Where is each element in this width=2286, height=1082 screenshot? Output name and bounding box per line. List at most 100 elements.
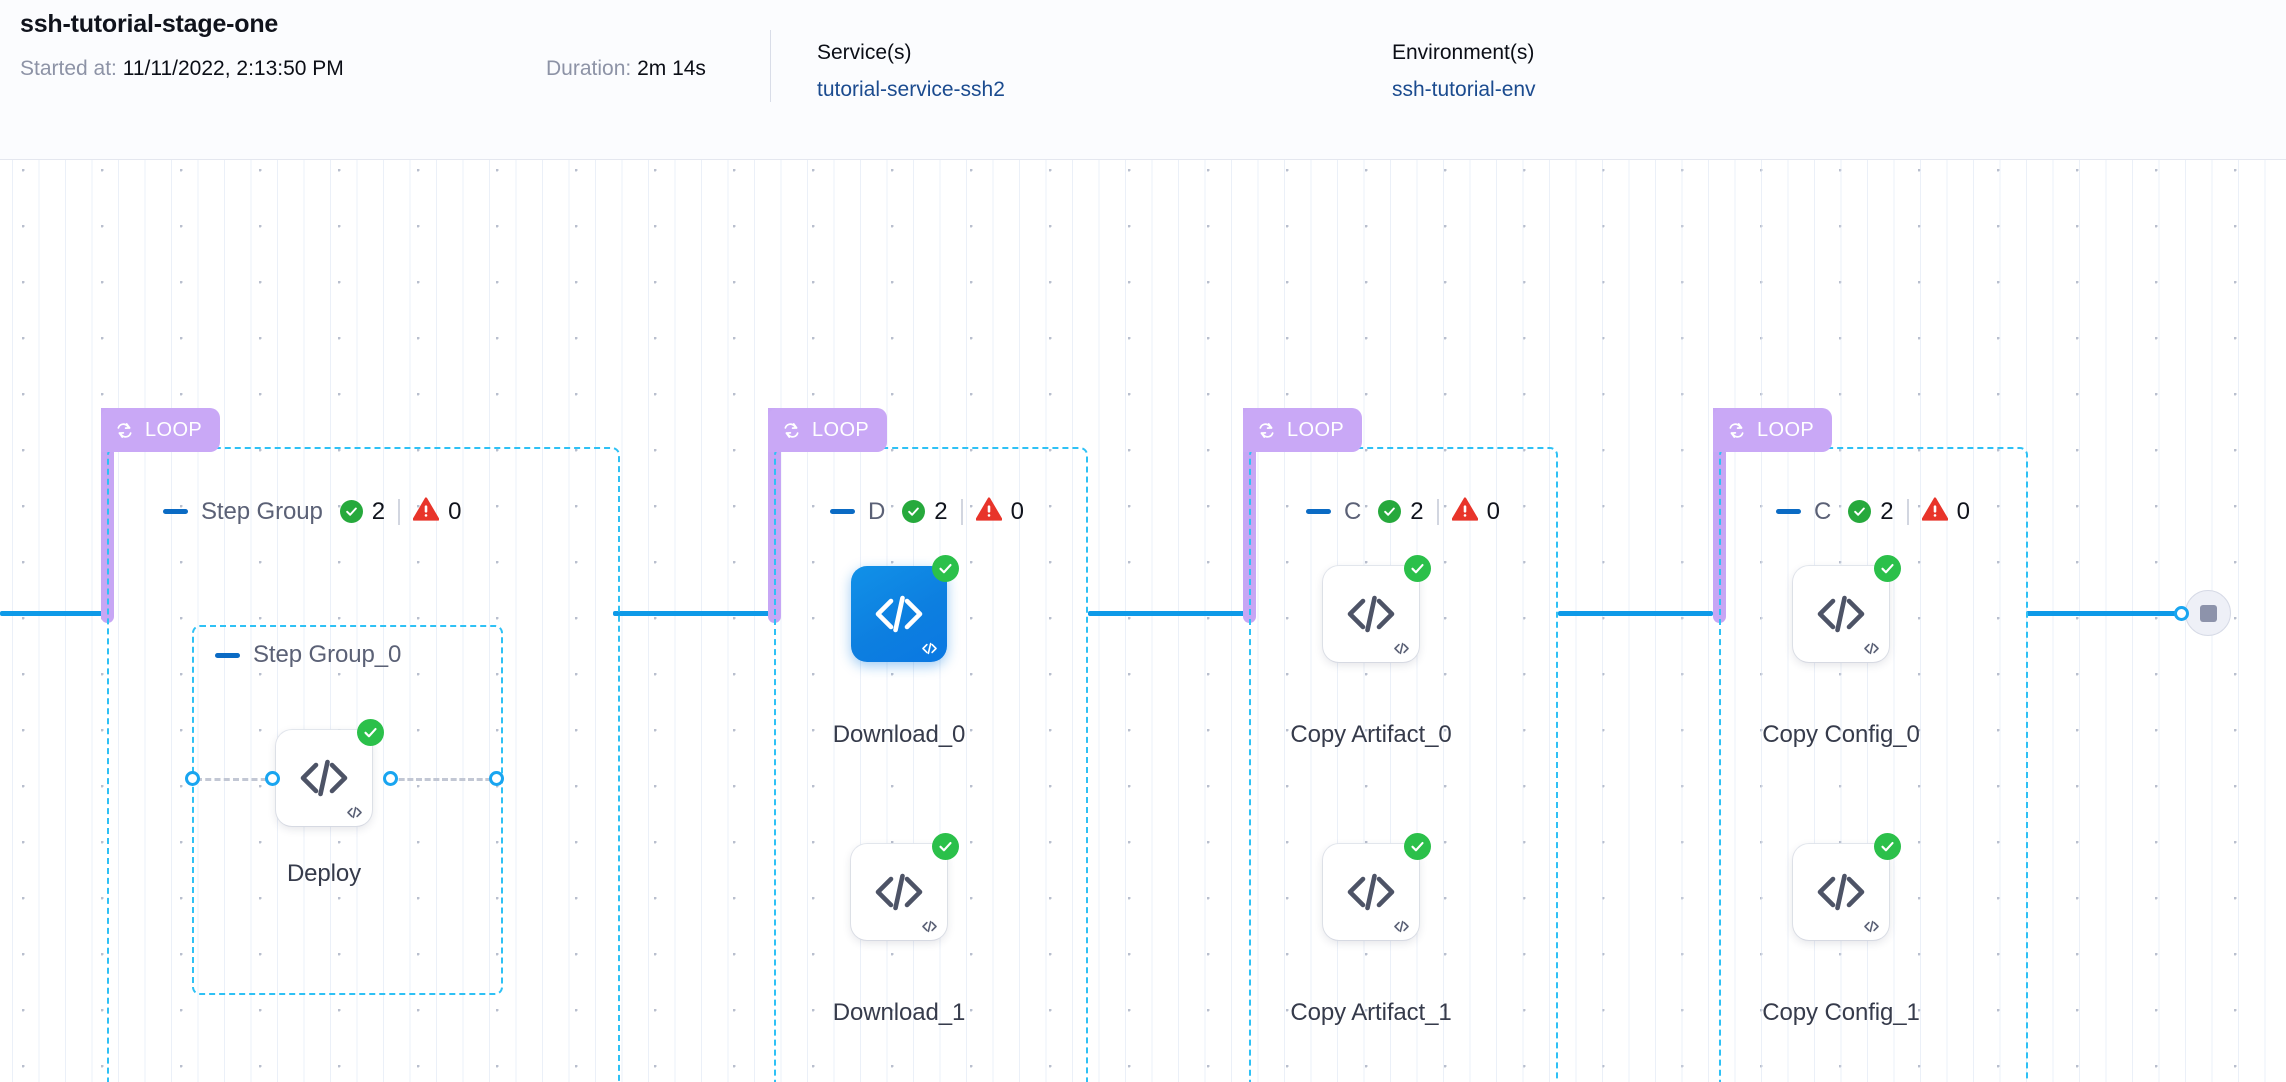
pipeline-graph-canvas[interactable]: LOOP Step Group 2 0 S [0, 160, 2286, 1082]
step-node-label-copy-config-1: Copy Config_1 [1762, 999, 1920, 1026]
code-icon [1816, 591, 1866, 637]
success-count-step-group: 2 [371, 497, 386, 525]
error-count-copy-artifact-group: 0 [1486, 497, 1500, 525]
group-header-download-group: D 2 0 [830, 497, 1024, 526]
shell-script-icon [1863, 920, 1880, 933]
error-count-download-group: 0 [1010, 497, 1024, 525]
loop-badge-copy-config-group[interactable]: LOOP [1713, 408, 1833, 452]
group-stats-copy-config-group: 2 0 [1848, 497, 1970, 526]
environments-column: Environment(s) ssh-tutorial-env [1392, 41, 1536, 102]
success-check-icon [902, 500, 926, 523]
shell-script-icon [1393, 920, 1410, 933]
rail-group4-stop [2026, 611, 2181, 616]
group-label-step-group-0: Step Group_0 [253, 641, 402, 668]
loop-icon [1256, 420, 1277, 441]
pipeline-end-stop-node[interactable] [2185, 590, 2231, 636]
group-header-step-group: Step Group 2 0 [163, 497, 461, 526]
loop-icon [781, 420, 802, 441]
loop-badge-label: LOOP [812, 418, 870, 441]
success-check-icon [1378, 500, 1402, 523]
group-stats-download-group: 2 0 [902, 497, 1024, 526]
port-group-left[interactable] [185, 771, 200, 786]
group-stats-copy-artifact-group: 2 0 [1378, 497, 1500, 526]
shell-script-icon [346, 806, 363, 819]
collapse-toggle-copy-config-group[interactable] [1776, 509, 1801, 514]
error-warning-icon [1451, 497, 1478, 526]
port-stop-left[interactable] [2174, 606, 2189, 621]
group-box-download-group[interactable] [774, 447, 1088, 1082]
success-count-download-group: 2 [934, 497, 948, 525]
node-status-success-icon [932, 555, 959, 582]
duration-value: 2m 14s [637, 57, 706, 80]
group-header-copy-config-group: C 2 0 [1776, 497, 1970, 526]
group-box-copy-config-group[interactable] [1719, 447, 2028, 1082]
collapse-toggle-download-group[interactable] [830, 509, 855, 514]
duration-label: Duration: [546, 57, 632, 80]
step-node-download-0[interactable] [851, 555, 959, 662]
node-status-success-icon [1404, 833, 1431, 860]
step-node-label-copy-artifact-1: Copy Artifact_1 [1290, 999, 1452, 1026]
duration-meta: Duration: 2m 14s [546, 57, 706, 81]
started-at-label: Started at: [20, 57, 117, 80]
success-count-copy-config-group: 2 [1880, 497, 1894, 525]
loop-badge-download-group[interactable]: LOOP [768, 408, 888, 452]
port-node-left[interactable] [265, 771, 280, 786]
environments-label: Environment(s) [1392, 41, 1535, 64]
execution-header: ssh-tutorial-stage-one Started at: 11/11… [0, 0, 2286, 160]
node-status-success-icon [1874, 555, 1901, 582]
node-status-success-icon [932, 833, 959, 860]
shell-script-icon [1393, 642, 1410, 655]
rail-group2-group3 [1088, 611, 1248, 616]
loop-badge-step-group[interactable]: LOOP [101, 408, 221, 452]
code-icon [1816, 869, 1866, 915]
step-node-label-deploy: Deploy [286, 860, 362, 887]
group-label-copy-config-group: C [1814, 497, 1832, 525]
shell-script-icon [921, 642, 938, 655]
error-count-step-group: 0 [448, 497, 462, 525]
services-column: Service(s) tutorial-service-ssh2 [817, 41, 1005, 102]
step-node-copy-artifact-1[interactable] [1323, 833, 1431, 940]
loop-icon [1726, 420, 1747, 441]
step-node-copy-artifact-0[interactable] [1323, 555, 1431, 662]
step-node-label-download-0: Download_0 [832, 721, 966, 748]
started-at-value: 11/11/2022, 2:13:50 PM [122, 57, 344, 80]
loop-badge-label: LOOP [1757, 418, 1815, 441]
collapse-toggle-copy-artifact-group[interactable] [1306, 509, 1331, 514]
code-icon [874, 591, 924, 637]
dash-link-right-deploy [390, 778, 500, 781]
code-icon [299, 755, 349, 801]
step-node-copy-config-0[interactable] [1793, 555, 1901, 662]
collapse-toggle-step-group[interactable] [163, 509, 188, 514]
group-stats-step-group: 2 0 [339, 497, 462, 526]
group-label-copy-artifact-group: C [1344, 497, 1362, 525]
started-at-meta: Started at: 11/11/2022, 2:13:50 PM [20, 57, 344, 81]
loop-badge-copy-artifact-group[interactable]: LOOP [1243, 408, 1363, 452]
group-box-copy-artifact-group[interactable] [1249, 447, 1558, 1082]
code-icon [874, 869, 924, 915]
loop-badge-label: LOOP [1287, 418, 1345, 441]
step-node-copy-config-1[interactable] [1793, 833, 1901, 940]
group-box-step-group-0[interactable] [192, 625, 503, 995]
services-label: Service(s) [817, 41, 912, 64]
environment-link[interactable]: ssh-tutorial-env [1392, 78, 1536, 101]
port-group-right[interactable] [489, 771, 504, 786]
port-node-right[interactable] [383, 771, 398, 786]
service-link[interactable]: tutorial-service-ssh2 [817, 78, 1005, 101]
group-box-step-group[interactable] [107, 447, 620, 1082]
step-node-download-1[interactable] [851, 833, 959, 940]
rail-group1-group2 [613, 611, 773, 616]
error-warning-icon [412, 497, 440, 526]
loop-badge-label: LOOP [145, 418, 203, 441]
group-header-step-group-0: Step Group_0 [215, 641, 401, 669]
collapse-toggle-step-group-0[interactable] [215, 652, 240, 658]
code-icon [1346, 591, 1396, 637]
success-check-icon [1848, 500, 1872, 523]
stats-divider [398, 498, 401, 525]
rail-group3-group4 [1558, 611, 1713, 616]
stats-divider [1436, 498, 1439, 525]
group-label-step-group: Step Group [201, 497, 323, 525]
step-node-deploy[interactable] [276, 719, 384, 826]
step-node-label-copy-artifact-0: Copy Artifact_0 [1290, 721, 1452, 748]
success-count-copy-artifact-group: 2 [1410, 497, 1424, 525]
header-divider [770, 30, 771, 102]
